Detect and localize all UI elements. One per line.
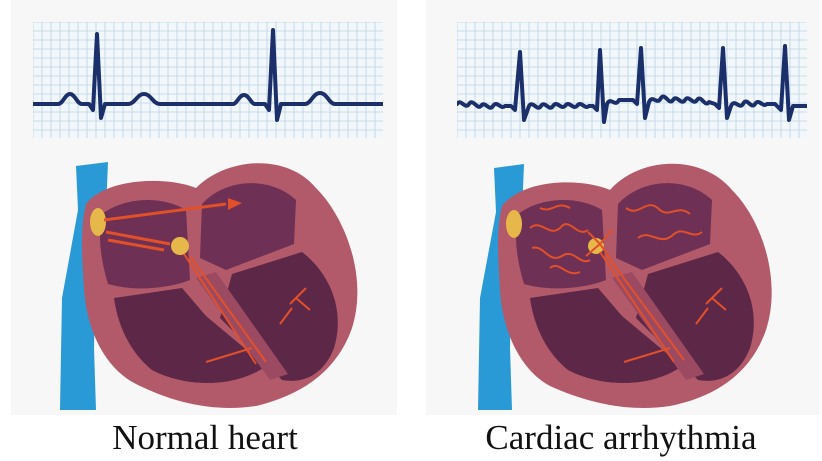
arrhythmia-caption: Cardiac arrhythmia bbox=[420, 418, 822, 458]
normal-ecg-strip bbox=[33, 22, 383, 138]
ecg-grid bbox=[33, 22, 383, 138]
arrhythmia-heart-illustration bbox=[470, 148, 790, 410]
normal-heart-caption: Normal heart bbox=[0, 418, 410, 458]
ecg-grid bbox=[457, 22, 807, 138]
sinoatrial-node bbox=[506, 210, 522, 238]
normal-heart-illustration bbox=[56, 148, 376, 410]
arrhythmia-ecg-strip bbox=[457, 22, 807, 138]
atrioventricular-node bbox=[171, 237, 189, 255]
sinoatrial-node bbox=[90, 208, 106, 236]
